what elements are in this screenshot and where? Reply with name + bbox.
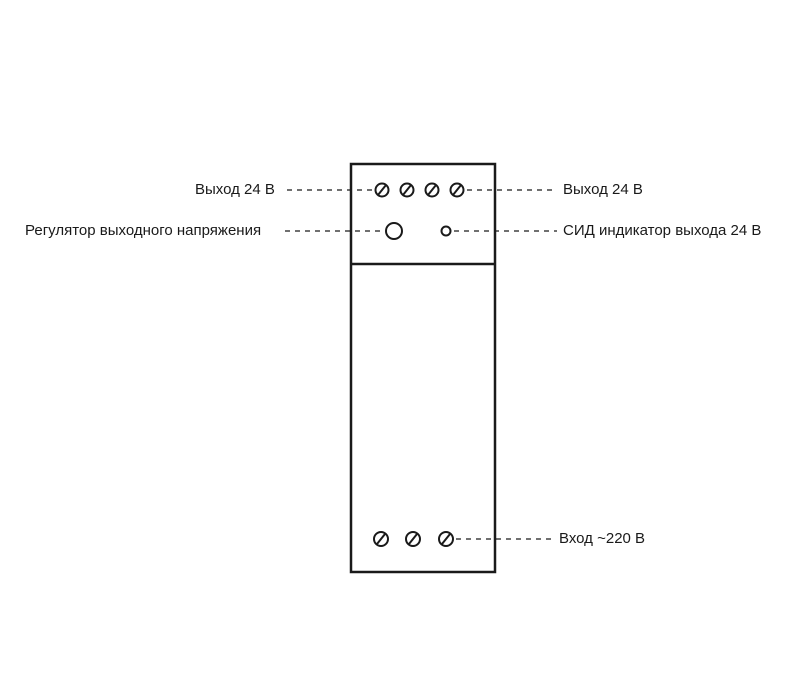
label-output-right: Выход 24 В	[563, 181, 643, 198]
label-output-left: Выход 24 В	[195, 181, 275, 198]
output-terminal-2	[399, 182, 415, 198]
input-terminal-1	[373, 531, 389, 547]
output-terminal-1	[374, 182, 390, 198]
voltage-regulator-knob	[385, 222, 403, 240]
label-led-indicator: СИД индикатор выхода 24 В	[563, 222, 762, 239]
led-indicator	[440, 225, 452, 237]
input-terminal-2	[405, 531, 421, 547]
device-housing	[349, 162, 497, 574]
output-terminal-3	[424, 182, 440, 198]
label-input: Вход ~220 В	[559, 530, 646, 547]
input-terminal-3	[438, 531, 454, 547]
label-regulator: Регулятор выходного напряжения	[25, 222, 262, 239]
output-terminal-4	[449, 182, 465, 198]
